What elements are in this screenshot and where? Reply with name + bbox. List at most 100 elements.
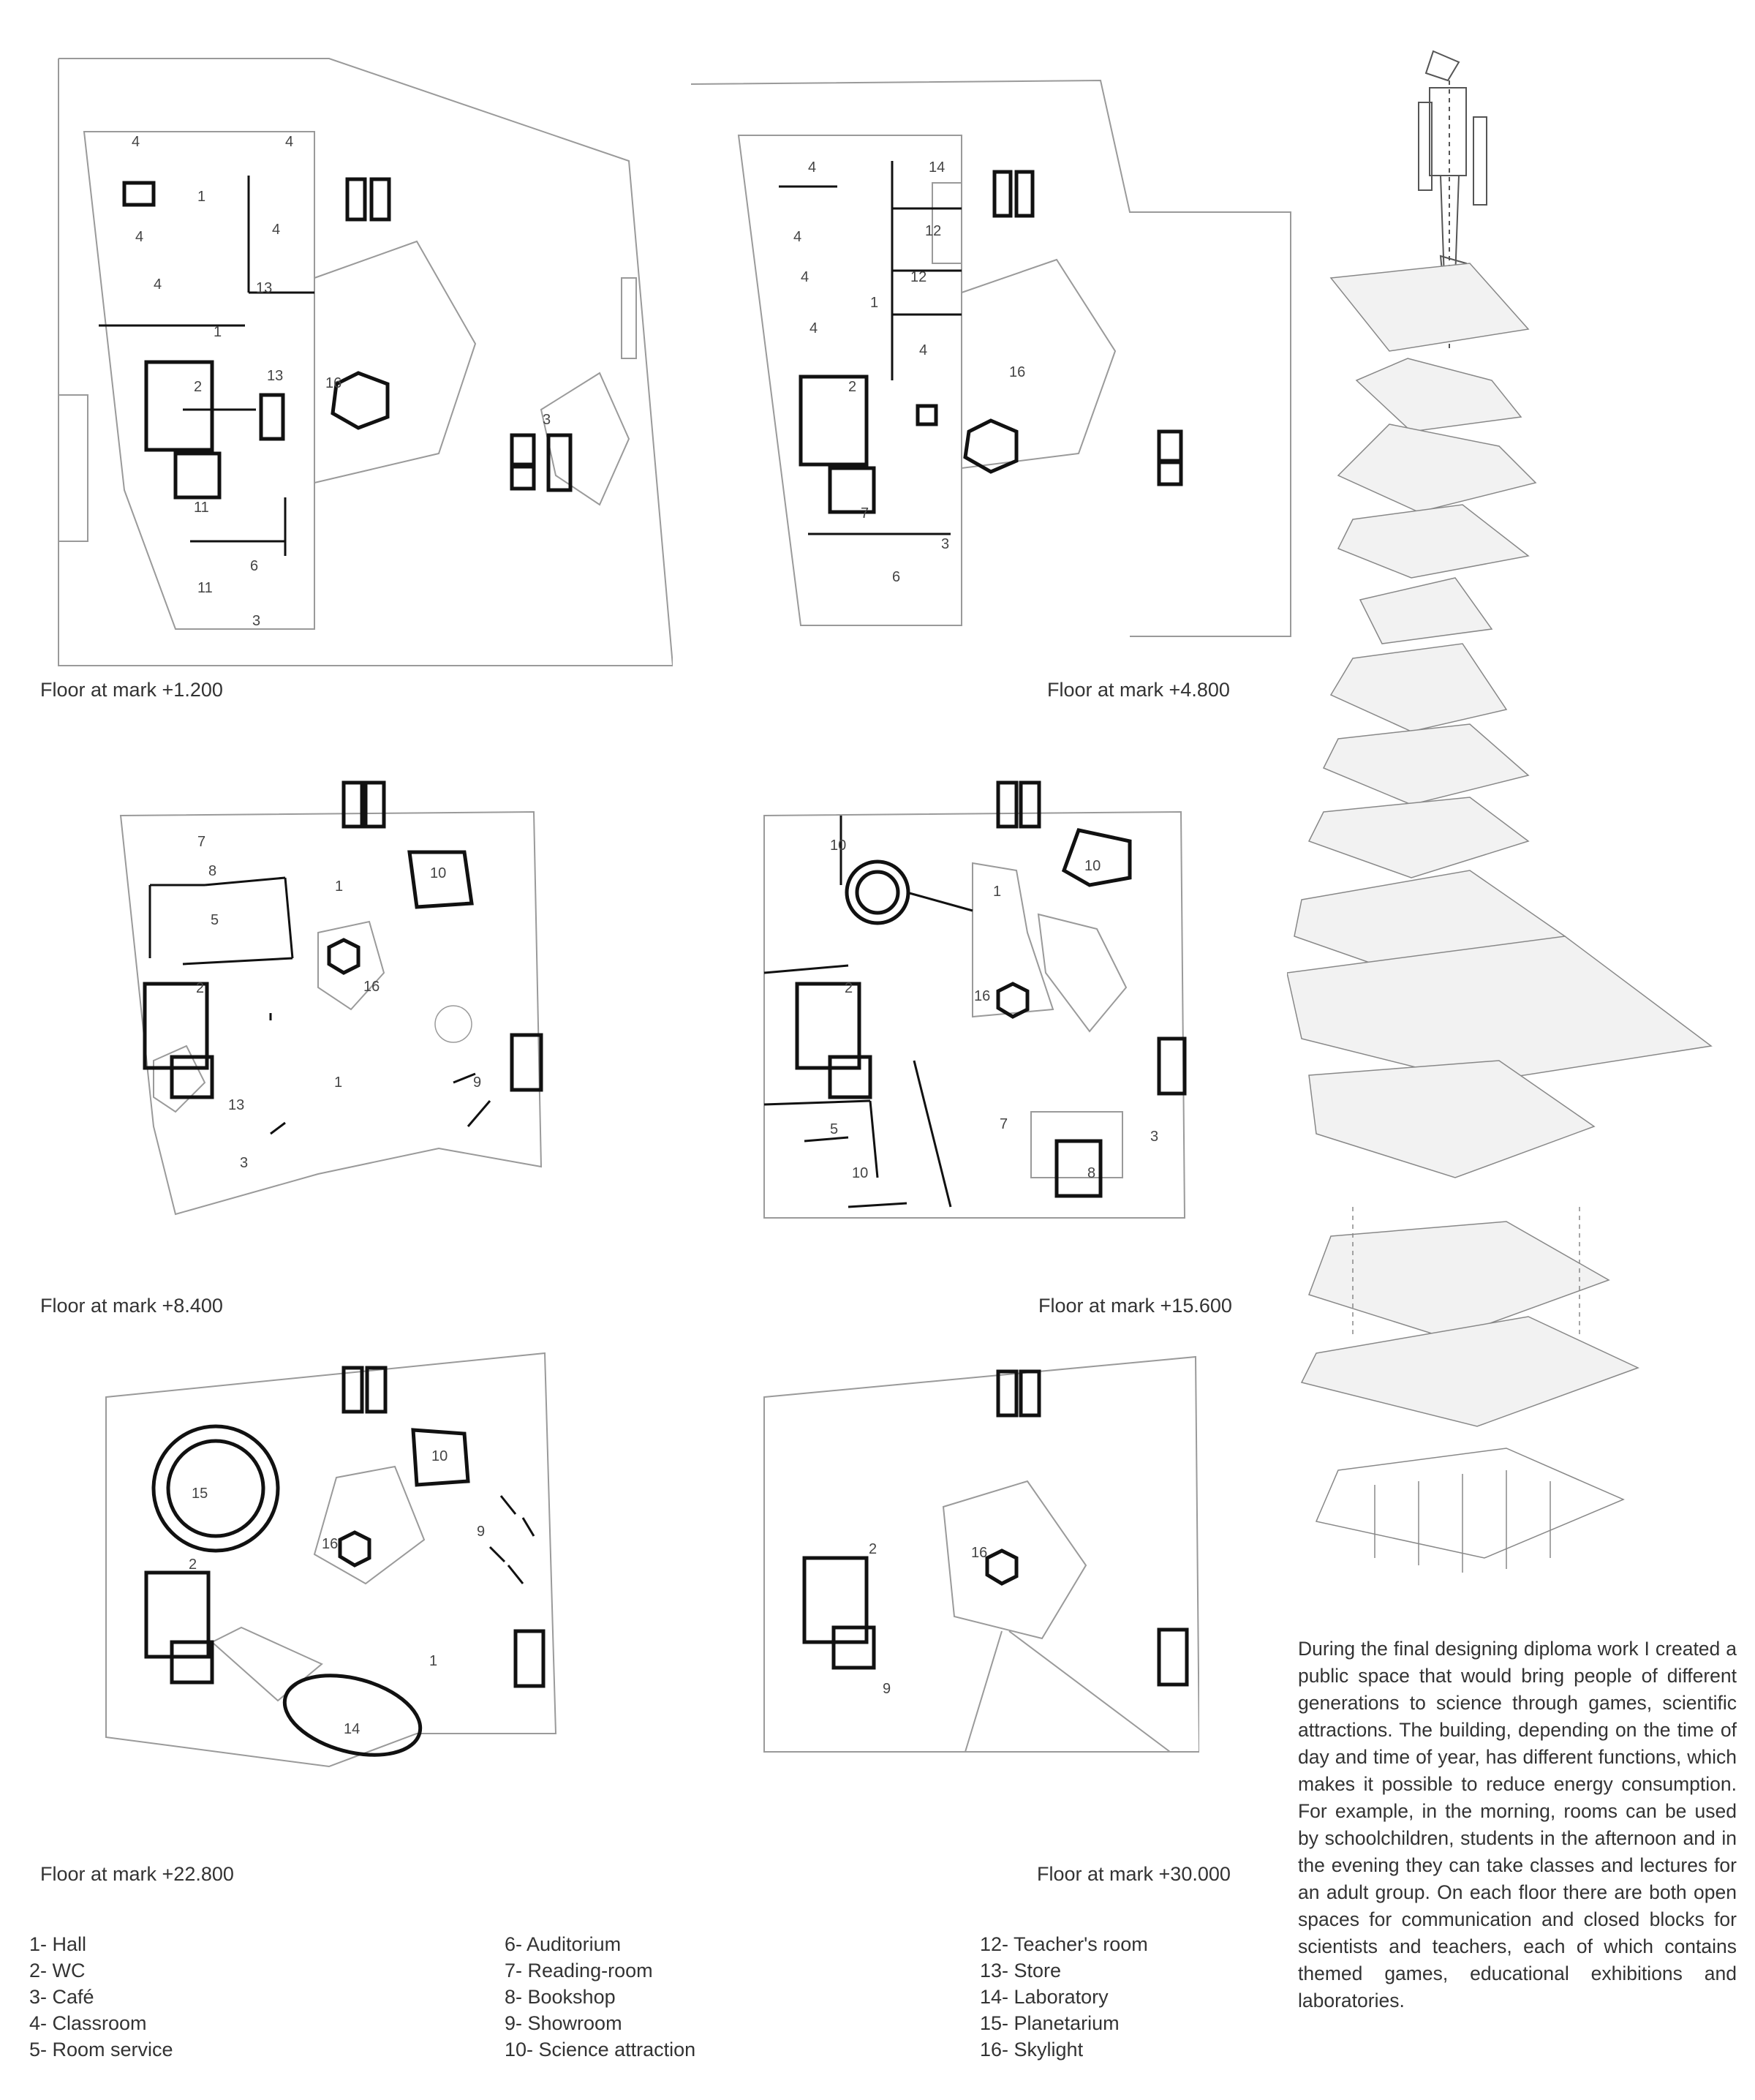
legend-item: 4- Classroom bbox=[29, 2012, 147, 2034]
legend-item: 5- Room service bbox=[29, 2039, 173, 2061]
room-label: 1 bbox=[870, 295, 878, 311]
room-label: 4 bbox=[809, 320, 818, 336]
room-label: 2 bbox=[848, 379, 856, 395]
room-label: 13 bbox=[228, 1097, 244, 1113]
legend-item: 1- Hall bbox=[29, 1933, 87, 1955]
legend-item: 2- WC bbox=[29, 1960, 86, 1982]
legend-item: 16- Skylight bbox=[980, 2039, 1084, 2061]
legend-item: 10- Science attraction bbox=[505, 2039, 696, 2061]
room-label: 1 bbox=[334, 1075, 342, 1091]
room-label: 10 bbox=[431, 1448, 448, 1464]
legend-column-3: 12- Teacher's room 13- Store 14- Laborat… bbox=[980, 1931, 1148, 2063]
room-label: 1 bbox=[197, 189, 205, 205]
plan-caption: Floor at mark +30.000 bbox=[1037, 1863, 1231, 1885]
room-label: 11 bbox=[194, 500, 209, 516]
room-label: 4 bbox=[135, 229, 143, 245]
legend-item: 9- Showroom bbox=[505, 2012, 622, 2034]
plan-caption: Floor at mark +22.800 bbox=[40, 1863, 234, 1885]
room-label: 12 bbox=[910, 269, 926, 285]
floor-plan-4800-drawing: 4 14 4 12 4 12 1 4 4 16 2 7 3 6 bbox=[691, 79, 1291, 637]
floor-plan-1200: 4 4 1 4 4 4 13 1 13 16 2 3 11 6 11 3 bbox=[44, 29, 673, 688]
room-label: 7 bbox=[1000, 1116, 1008, 1132]
floor-plan-1200-drawing: 4 4 1 4 4 4 13 1 13 16 2 3 11 6 11 3 bbox=[58, 58, 673, 666]
plan-caption: Floor at mark +1.200 bbox=[40, 679, 223, 701]
room-label: 4 bbox=[285, 134, 293, 150]
room-label: 2 bbox=[845, 980, 853, 996]
room-label: 4 bbox=[132, 134, 140, 150]
room-label: 7 bbox=[861, 505, 869, 522]
legend-item: 13- Store bbox=[980, 1960, 1062, 1982]
legend-item: 15- Planetarium bbox=[980, 2012, 1120, 2034]
room-label: 2 bbox=[194, 379, 202, 395]
room-label: 13 bbox=[256, 280, 272, 296]
floor-plan-15600: 10 1 10 16 2 7 5 3 10 8 bbox=[760, 768, 1199, 1236]
floor-plan-15600-drawing: 10 1 10 16 2 7 5 3 10 8 bbox=[763, 780, 1187, 1219]
room-label: 10 bbox=[430, 865, 446, 881]
legend-item: 12- Teacher's room bbox=[980, 1933, 1148, 1955]
room-label: 14 bbox=[929, 159, 945, 176]
room-label: 10 bbox=[852, 1165, 868, 1181]
room-label: 7 bbox=[197, 834, 205, 850]
project-description: During the final designing diploma work … bbox=[1298, 1638, 1737, 2011]
floor-plan-22800: 15 10 9 16 2 1 14 bbox=[102, 1335, 570, 1803]
room-label: 5 bbox=[830, 1121, 838, 1137]
room-label: 10 bbox=[830, 838, 846, 854]
room-label: 9 bbox=[883, 1681, 891, 1697]
room-label: 8 bbox=[1087, 1165, 1095, 1181]
room-label: 1 bbox=[993, 884, 1001, 900]
room-label: 4 bbox=[793, 229, 801, 245]
room-label: 4 bbox=[154, 276, 162, 293]
room-label: 14 bbox=[344, 1721, 360, 1737]
room-label: 9 bbox=[477, 1524, 485, 1540]
plan-caption: Floor at mark +15.600 bbox=[1038, 1295, 1232, 1317]
room-label: 16 bbox=[325, 375, 341, 391]
room-label: 2 bbox=[196, 980, 204, 996]
room-label: 16 bbox=[363, 979, 380, 995]
room-label: 9 bbox=[473, 1075, 481, 1091]
floor-plan-8400-drawing: 7 8 1 10 5 2 16 9 1 13 3 bbox=[119, 780, 543, 1216]
room-label: 1 bbox=[335, 878, 343, 895]
room-label: 5 bbox=[211, 912, 219, 928]
room-label: 11 bbox=[197, 580, 213, 596]
room-label: 6 bbox=[250, 558, 258, 574]
legend-item: 8- Bookshop bbox=[505, 1986, 616, 2008]
room-label: 15 bbox=[192, 1486, 208, 1502]
room-label: 6 bbox=[892, 569, 900, 585]
plan-caption: Floor at mark +4.800 bbox=[1047, 679, 1230, 701]
room-label: 13 bbox=[267, 368, 283, 384]
room-label: 4 bbox=[808, 159, 816, 176]
legend-item: 14- Laboratory bbox=[980, 1986, 1109, 2008]
legend-column-2: 6- Auditorium 7- Reading-room 8- Booksho… bbox=[505, 1931, 695, 2063]
room-label: 1 bbox=[429, 1653, 437, 1669]
legend-item: 3- Café bbox=[29, 1986, 94, 2008]
legend-item: 7- Reading-room bbox=[505, 1960, 653, 1982]
floor-plan-30000: 16 2 9 bbox=[760, 1339, 1199, 1807]
room-label: 4 bbox=[801, 269, 809, 285]
room-label: 8 bbox=[208, 863, 216, 879]
floor-plan-8400: 7 8 1 10 5 2 16 9 1 13 3 bbox=[117, 768, 585, 1236]
room-label: 10 bbox=[1084, 858, 1101, 874]
room-label: 16 bbox=[971, 1545, 987, 1561]
legend-item: 6- Auditorium bbox=[505, 1933, 622, 1955]
legend-column-1: 1- Hall 2- WC 3- Café 4- Classroom 5- Ro… bbox=[29, 1931, 173, 2063]
room-label: 12 bbox=[925, 223, 941, 239]
room-label: 16 bbox=[322, 1536, 338, 1552]
exploded-axonometric-drawing bbox=[1286, 50, 1713, 1573]
room-label: 1 bbox=[214, 324, 222, 340]
floor-plan-4800: 4 14 4 12 4 12 1 4 4 16 2 7 3 6 bbox=[691, 73, 1305, 644]
room-label: 16 bbox=[974, 988, 990, 1004]
room-label: 2 bbox=[869, 1541, 877, 1557]
room-label: 3 bbox=[543, 412, 551, 428]
room-label: 3 bbox=[1150, 1129, 1158, 1145]
room-label: 16 bbox=[1009, 364, 1025, 380]
room-label: 2 bbox=[189, 1557, 197, 1573]
room-label: 3 bbox=[252, 613, 260, 629]
floor-plan-22800-drawing: 15 10 9 16 2 1 14 bbox=[105, 1352, 557, 1768]
room-label: 4 bbox=[272, 222, 280, 238]
exploded-axonometric bbox=[1286, 37, 1740, 1613]
room-label: 3 bbox=[240, 1155, 248, 1171]
room-label: 4 bbox=[919, 342, 927, 358]
floor-plan-30000-drawing: 16 2 9 bbox=[763, 1355, 1199, 1753]
plan-caption: Floor at mark +8.400 bbox=[40, 1295, 223, 1317]
room-label: 3 bbox=[941, 536, 949, 552]
